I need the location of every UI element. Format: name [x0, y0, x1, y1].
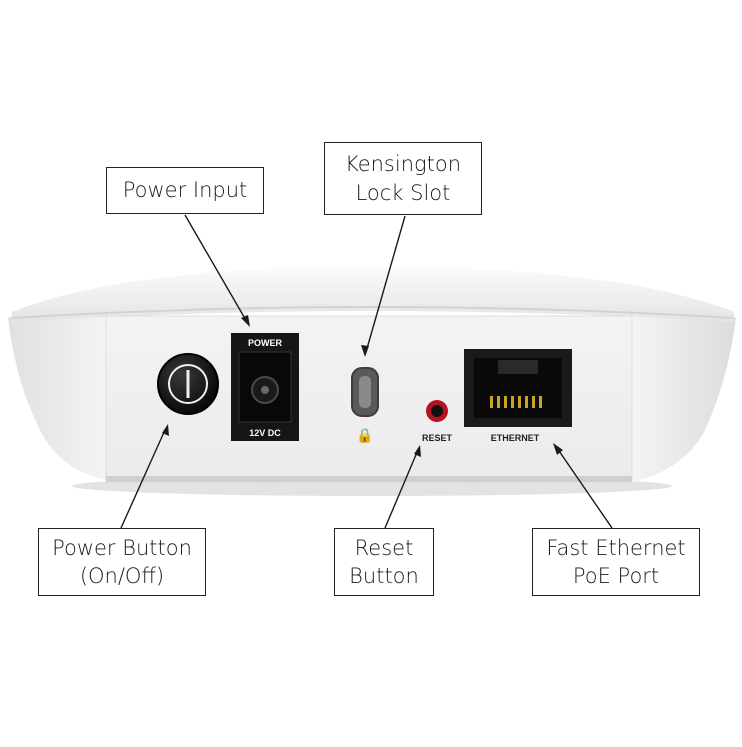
- ethernet-label: ETHERNET: [491, 433, 540, 443]
- leader-power-input: [184, 214, 248, 323]
- leader-kensington: [365, 215, 406, 353]
- leader-ethernet: [556, 447, 613, 529]
- leader-power-button: [120, 429, 166, 529]
- callout-kensington-lock-slot: Kensington Lock Slot: [324, 142, 482, 215]
- callout-reset-button: Reset Button: [334, 528, 434, 596]
- callout-power-button: Power Button (On/Off): [38, 528, 206, 596]
- reset-hole: [431, 405, 443, 417]
- leader-arrowheads: [162, 315, 563, 457]
- callout-ethernet-port: Fast Ethernet PoE Port: [532, 528, 700, 596]
- callout-power-input-text: Power Input: [122, 178, 248, 203]
- leader-reset: [384, 449, 419, 529]
- voltage-label: 12V DC: [249, 428, 281, 438]
- callout-kensington-text: Kensington Lock Slot: [344, 152, 462, 205]
- power-input-pin: [261, 386, 269, 394]
- ethernet-pins: [490, 396, 542, 408]
- device-lid: [12, 266, 734, 322]
- device-right-side: [632, 309, 736, 482]
- arrowhead-kensington: [361, 345, 369, 357]
- callout-reset-text: Reset Button: [349, 535, 419, 588]
- arrowhead-reset: [414, 445, 421, 457]
- power-label: POWER: [248, 338, 283, 348]
- reset-label: RESET: [422, 433, 453, 443]
- callout-power-button-text: Power Button (On/Off): [52, 535, 192, 588]
- panel-bottom-edge: [106, 476, 632, 482]
- leader-lines: [120, 214, 613, 529]
- callout-ethernet-text: Fast Ethernet PoE Port: [546, 535, 686, 588]
- lock-glyph: 🔒: [356, 427, 373, 444]
- arrowhead-ethernet: [553, 443, 563, 455]
- device-left-side: [8, 309, 106, 480]
- power-knob-ring: [168, 364, 208, 404]
- lid-edge: [11, 306, 735, 319]
- arrowhead-power-button: [162, 424, 169, 436]
- arrowhead-power-input: [241, 315, 250, 327]
- callout-power-input: Power Input: [106, 167, 264, 214]
- ethernet-clip: [498, 360, 538, 374]
